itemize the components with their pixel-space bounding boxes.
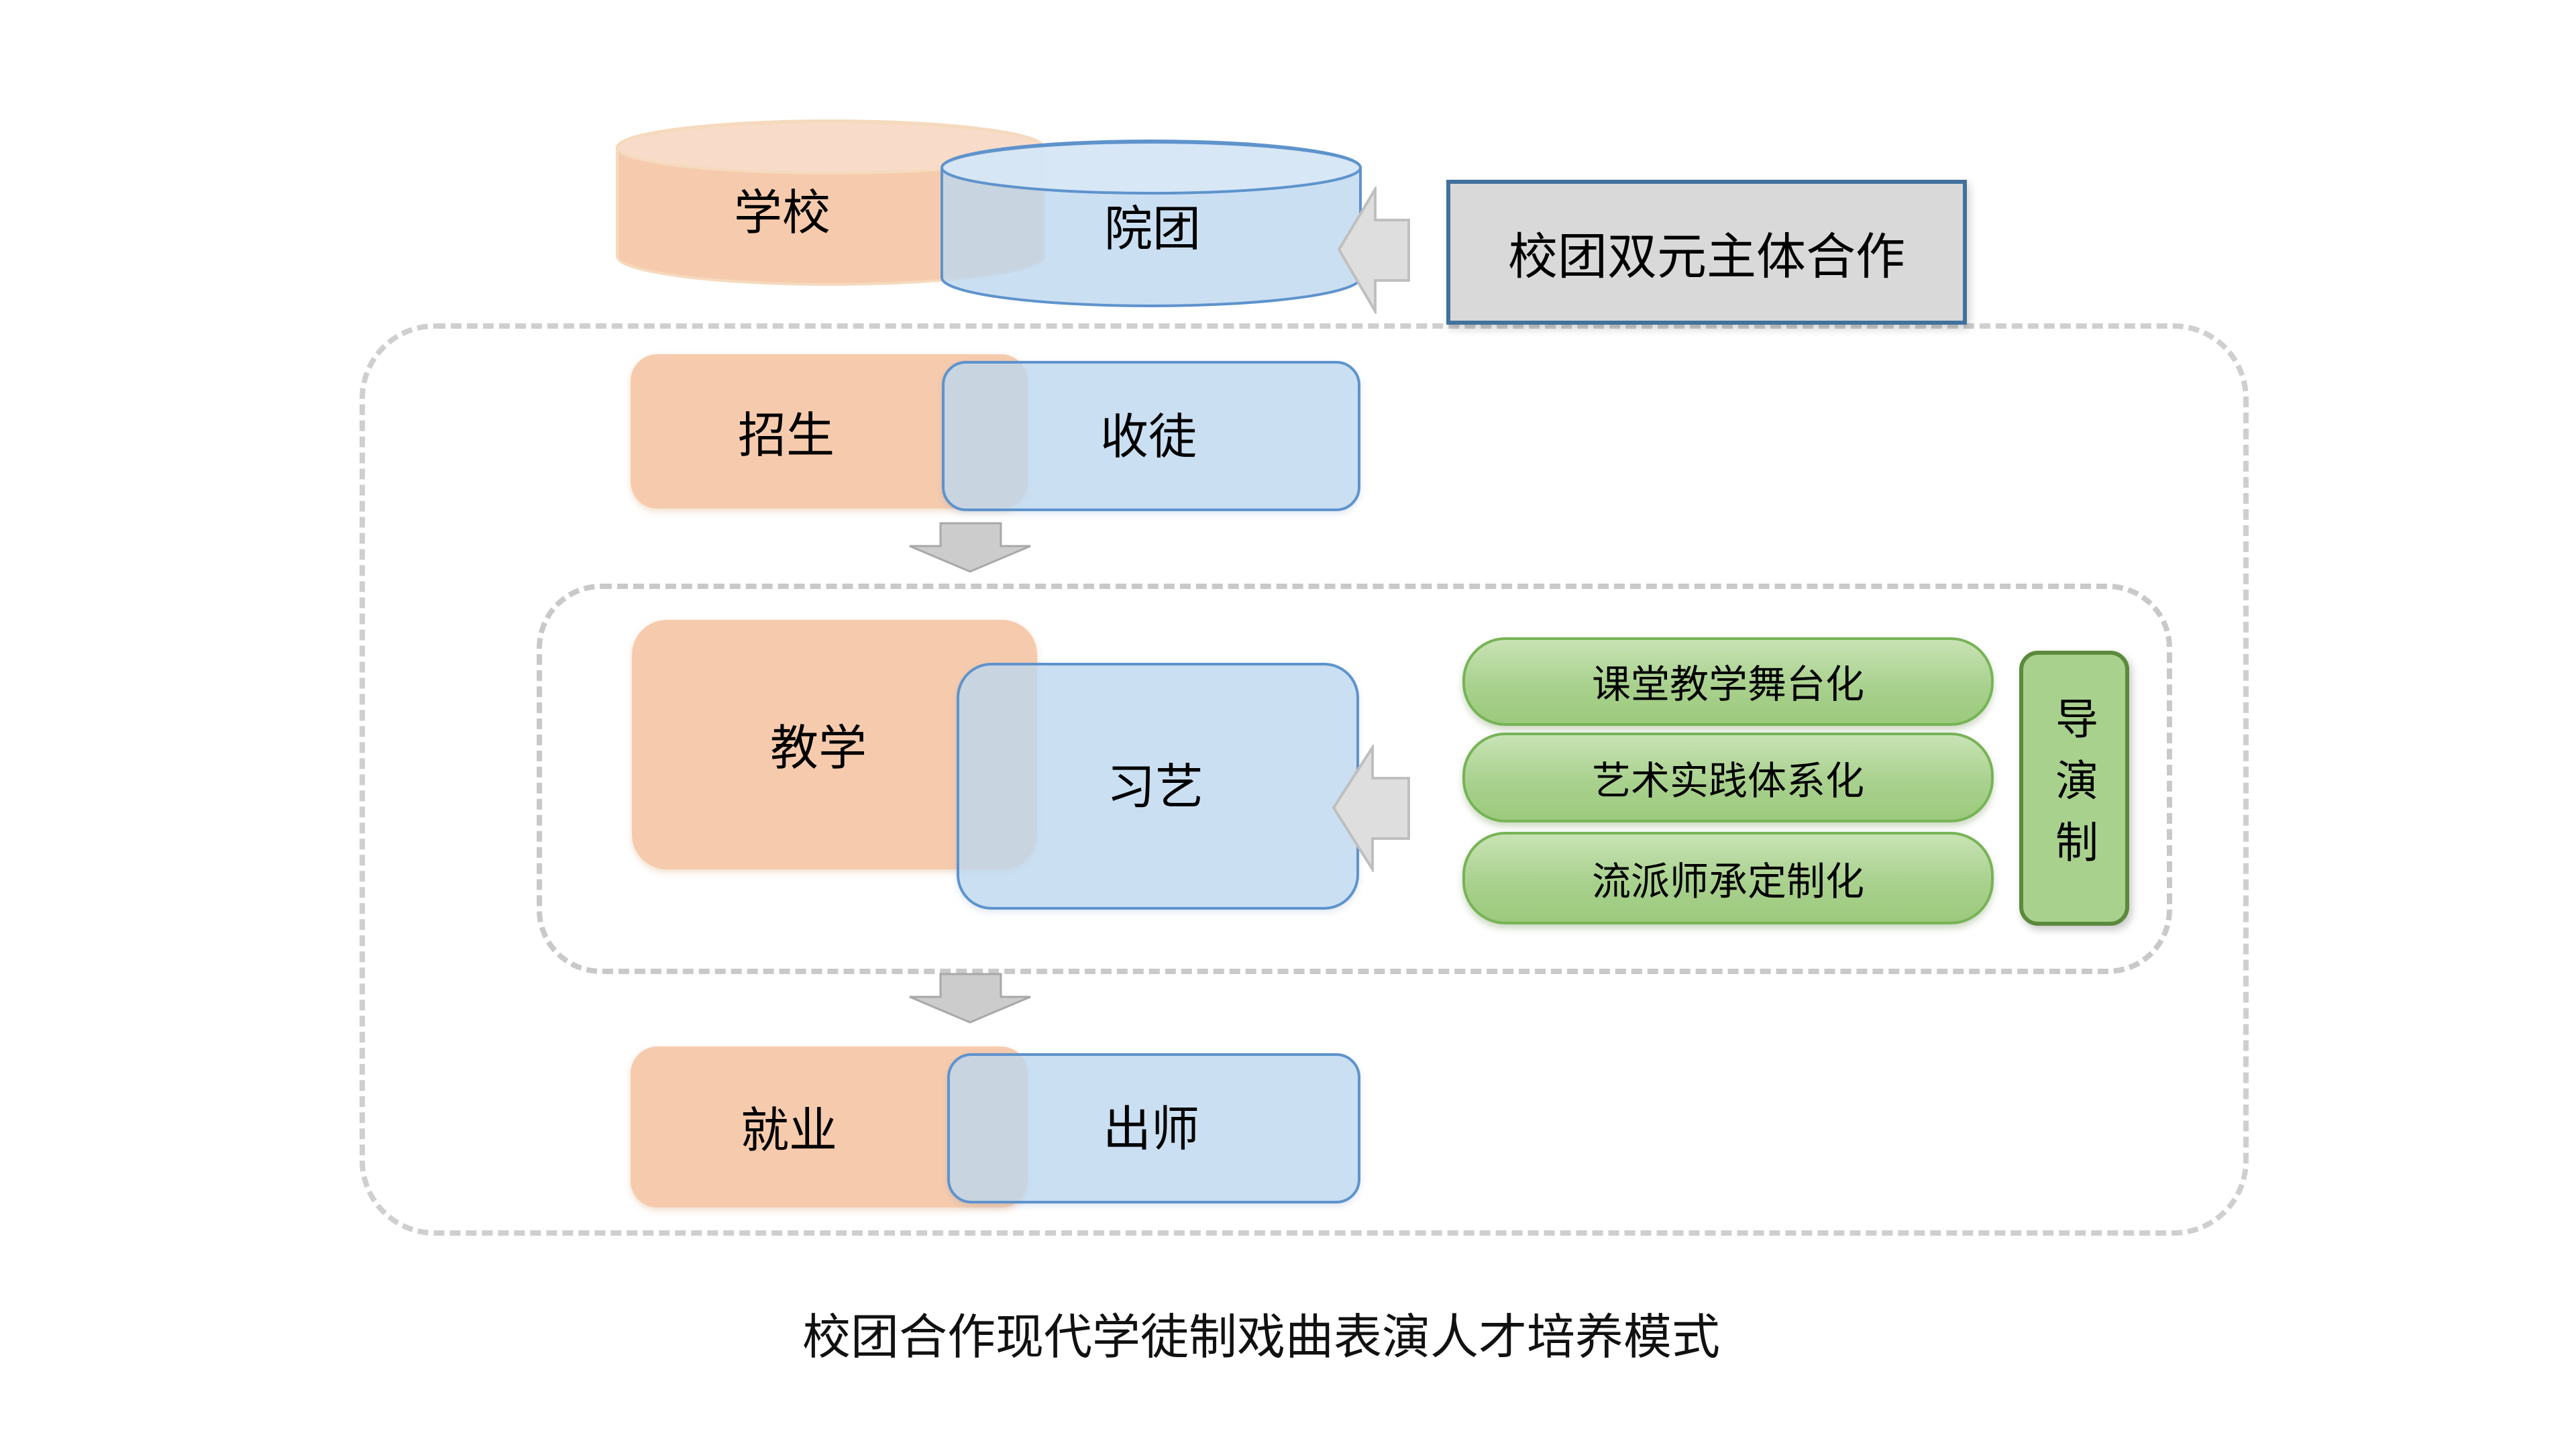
learn-art-box — [957, 663, 1359, 910]
troupe-cylinder-shape — [941, 140, 1362, 307]
school-cylinder-shape — [616, 119, 1045, 286]
down-arrow-icon-2 — [909, 973, 1031, 1024]
method-pill-master-label: 流派师承定制化 — [1591, 861, 1864, 904]
teaching-stage-boundary — [537, 584, 2172, 974]
methods-left-arrow-icon — [1332, 745, 1410, 872]
cooperation-callout-box: 校团双元主体合作 — [1446, 180, 1967, 325]
director-system-box: 导演制 — [2019, 651, 2129, 926]
method-pill-practice: 艺术实践体系化 — [1462, 733, 1994, 822]
cooperation-label: 校团双元主体合作 — [1508, 229, 1905, 284]
method-pill-master: 流派师承定制化 — [1462, 832, 1994, 924]
method-pill-classroom: 课堂教学舞台化 — [1462, 637, 1994, 726]
director-system-label: 导演制 — [2050, 696, 2098, 881]
method-pill-practice-label: 艺术实践体系化 — [1591, 760, 1864, 803]
diagram-caption: 校团合作现代学徒制戏曲表演人才培养模式 — [802, 1309, 1720, 1364]
down-arrow-icon-1 — [909, 522, 1031, 573]
graduate-box — [947, 1053, 1360, 1203]
take-apprentice-box — [942, 361, 1360, 511]
cooperation-left-arrow-icon — [1338, 186, 1410, 314]
method-pill-classroom-label: 课堂教学舞台化 — [1591, 664, 1864, 707]
outer-process-boundary — [360, 323, 2249, 1236]
